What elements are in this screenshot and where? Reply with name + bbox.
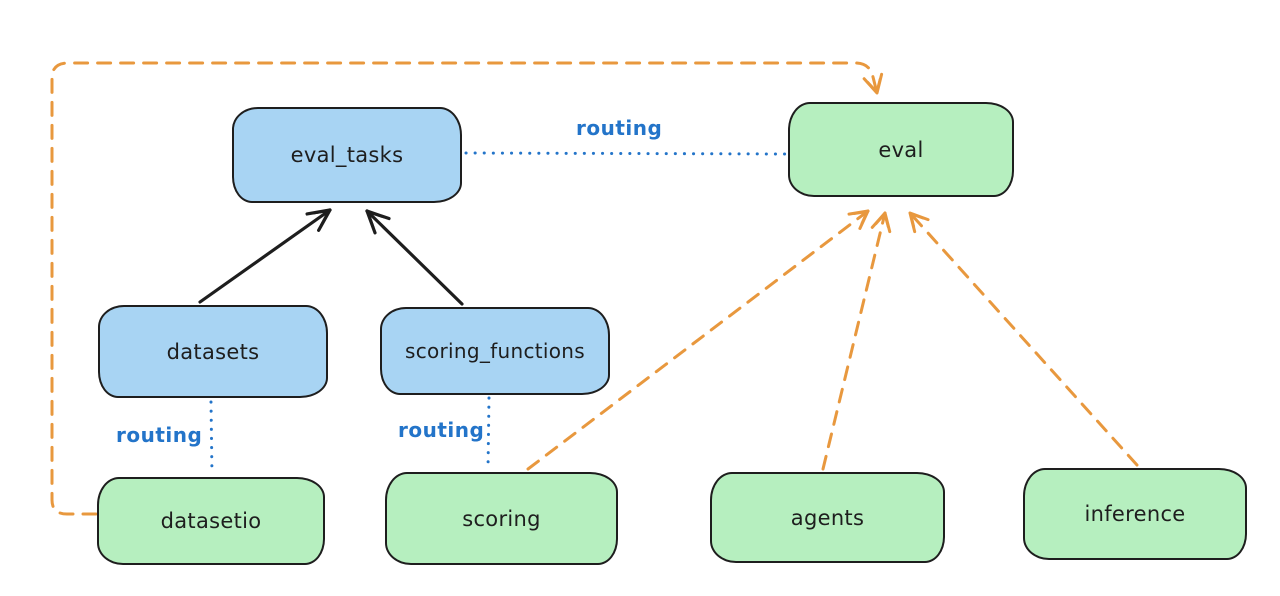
edge-label-routing-datasets-datasetio: routing bbox=[116, 423, 203, 447]
edge-agents-to-eval bbox=[821, 211, 892, 471]
node-datasetio-label: datasetio bbox=[160, 509, 262, 533]
edge-datasets-to-datasetio-routing bbox=[209, 400, 214, 476]
edge-scoring-functions-to-eval-tasks bbox=[365, 209, 464, 306]
node-datasets: datasets bbox=[98, 305, 328, 398]
node-eval-tasks-label: eval_tasks bbox=[290, 143, 404, 167]
node-inference: inference bbox=[1023, 468, 1247, 560]
node-scoring-functions-label: scoring_functions bbox=[404, 339, 586, 363]
node-agents-label: agents bbox=[790, 505, 865, 530]
node-eval-tasks: eval_tasks bbox=[232, 107, 462, 203]
node-eval: eval bbox=[788, 102, 1014, 197]
edge-datasets-to-eval-tasks bbox=[198, 208, 332, 304]
node-scoring: scoring bbox=[385, 472, 618, 565]
node-datasets-label: datasets bbox=[166, 339, 260, 364]
edge-label-routing-scoring-functions-scoring: routing bbox=[398, 418, 485, 442]
edge-label-routing-eval-tasks-eval: routing bbox=[576, 116, 663, 140]
node-datasetio: datasetio bbox=[97, 477, 325, 565]
edge-scoring-functions-to-scoring-routing bbox=[486, 396, 491, 470]
node-inference-label: inference bbox=[1084, 502, 1186, 526]
edge-inference-to-eval bbox=[908, 211, 1139, 467]
node-scoring-label: scoring bbox=[462, 506, 541, 531]
node-scoring-functions: scoring_functions bbox=[380, 307, 610, 395]
edge-eval-tasks-to-eval-routing bbox=[464, 151, 787, 156]
node-agents: agents bbox=[710, 472, 945, 563]
node-eval-label: eval bbox=[878, 137, 924, 162]
